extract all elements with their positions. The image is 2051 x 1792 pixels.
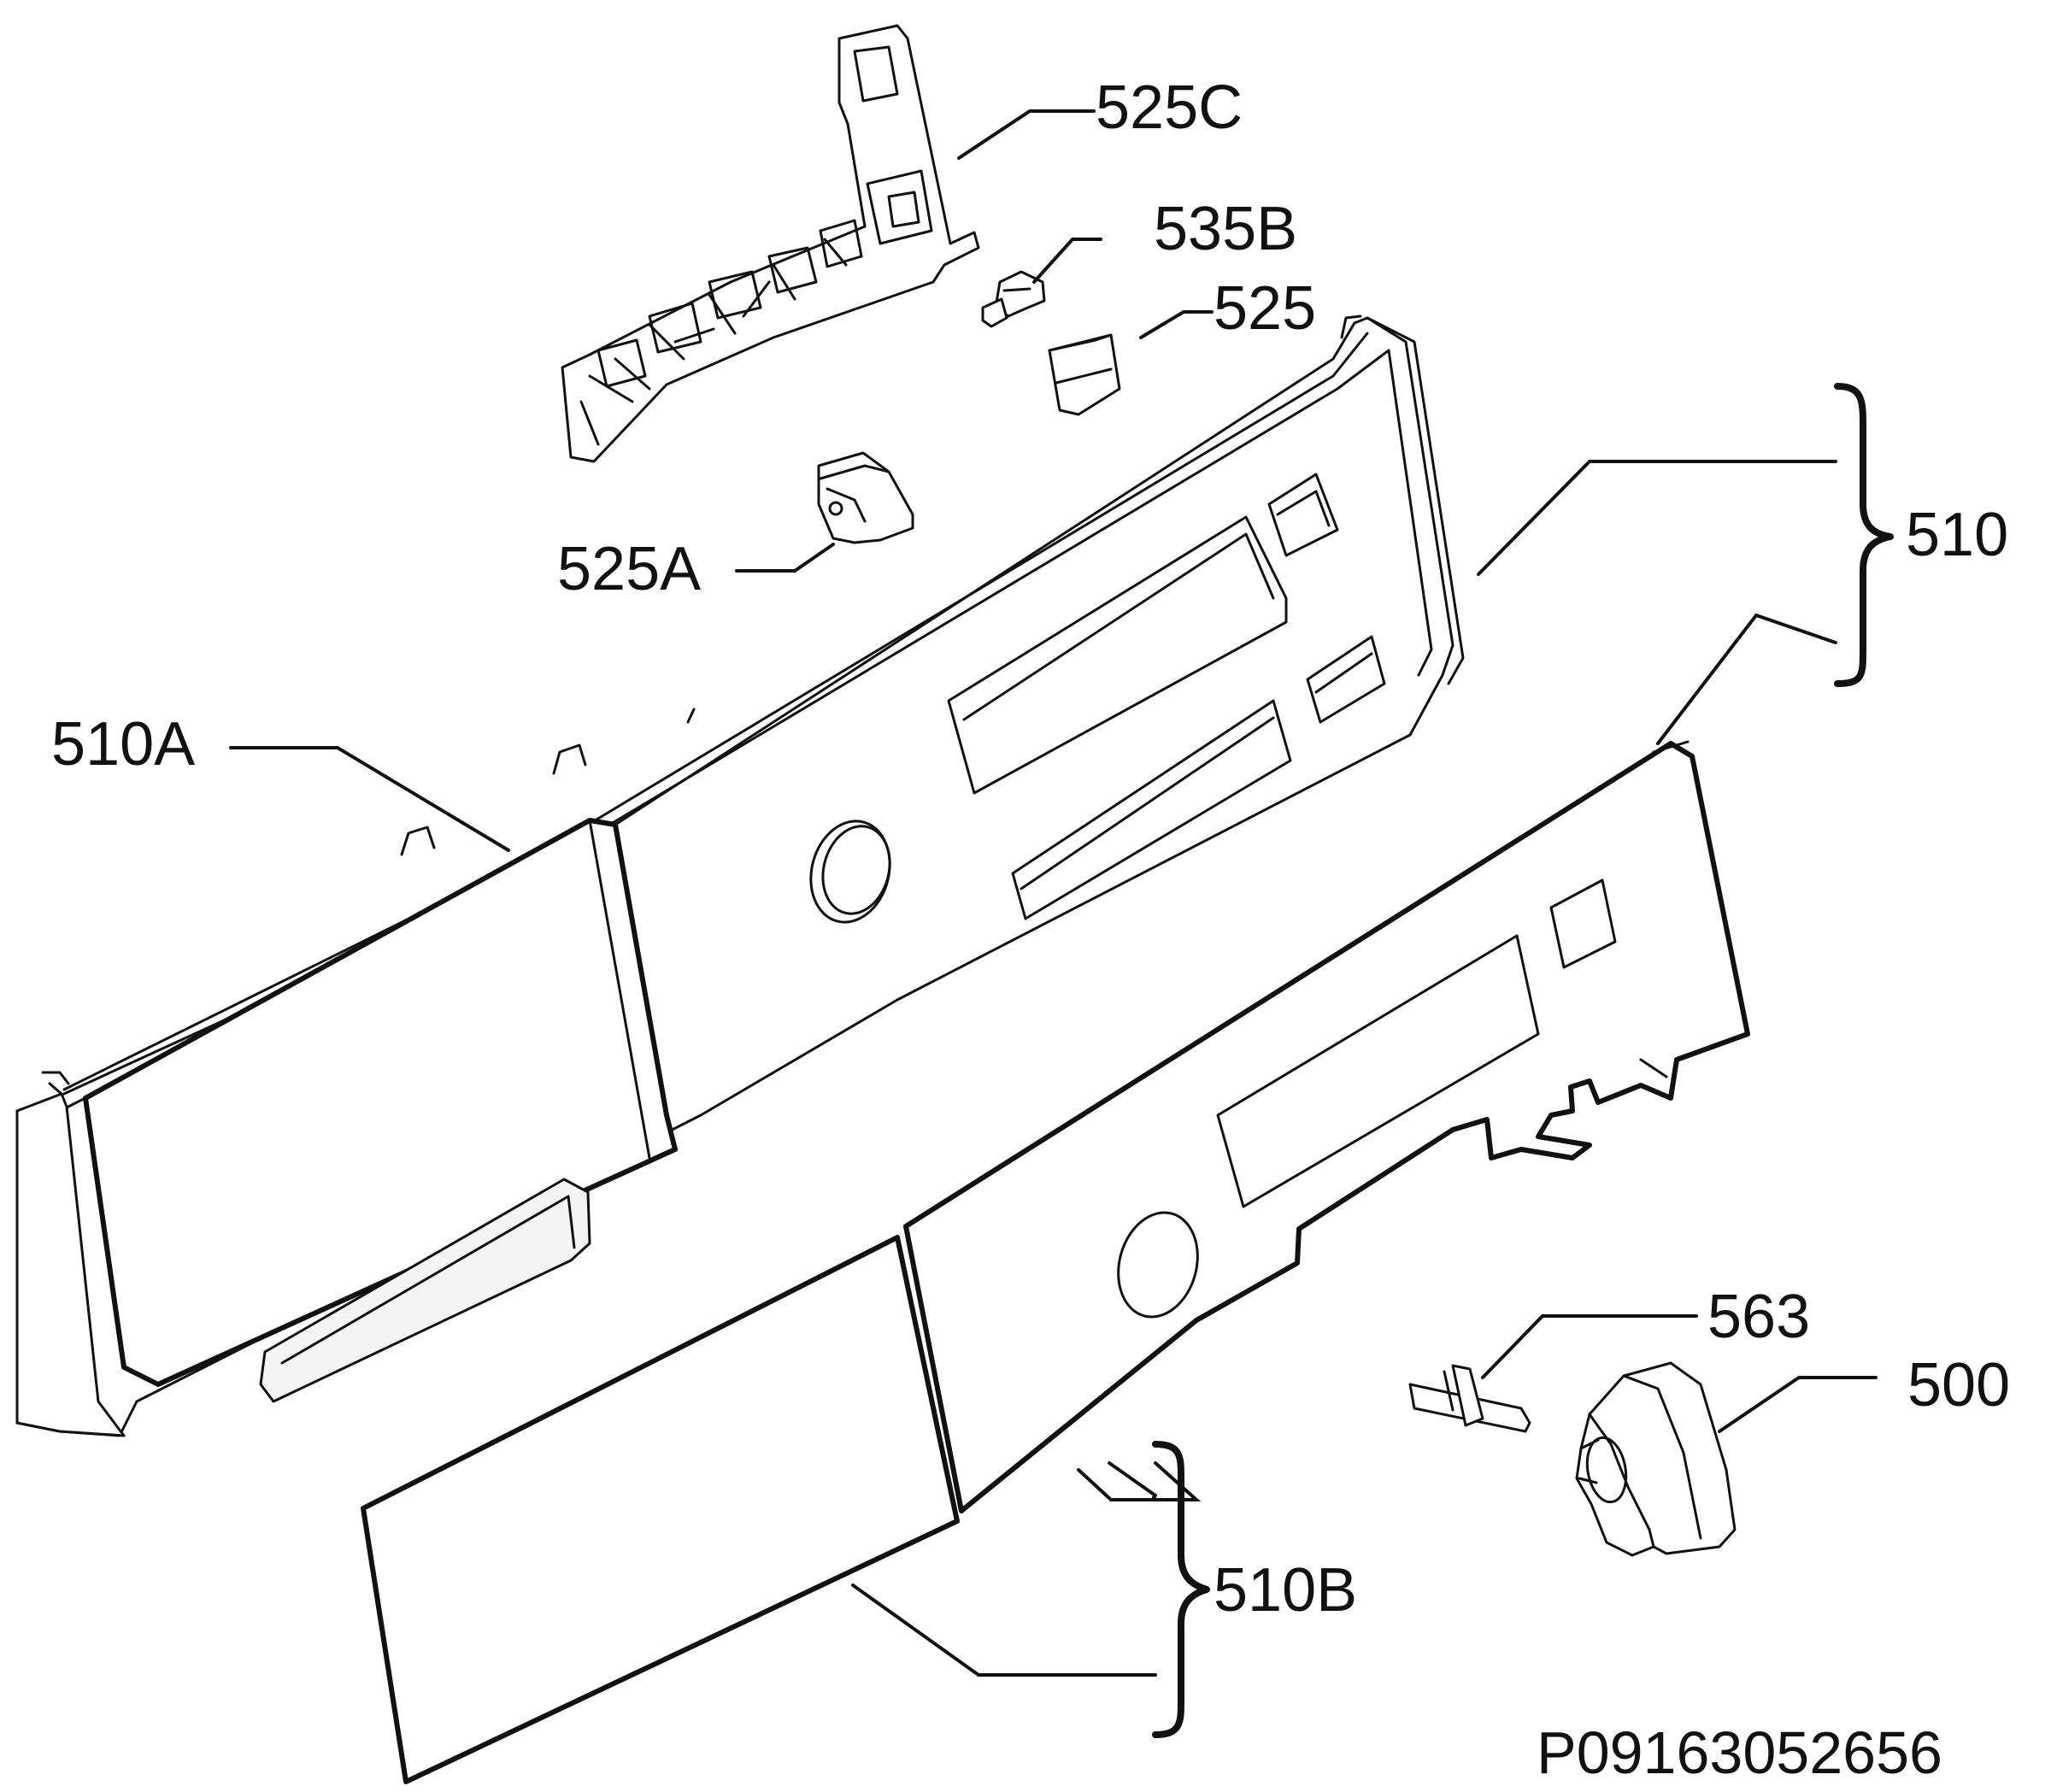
part-500-knob: [1575, 1361, 1737, 1557]
leader-525c: [957, 109, 1096, 160]
part-510b-front-foil: [361, 740, 1750, 1784]
leader-510b-upper: [1108, 1461, 1157, 1497]
part-525c-electronic-frame: [561, 24, 980, 463]
leader-510a: [229, 746, 510, 852]
leader-500: [1718, 1376, 1878, 1433]
part-535b-clip: [981, 270, 1046, 328]
label-525a: 525A: [557, 535, 701, 603]
label-525c: 525C: [1096, 73, 1243, 142]
label-510b: 510B: [1214, 1556, 1357, 1625]
leader-510-top: [1477, 460, 1837, 576]
leader-525a: [735, 543, 835, 573]
part-525-button: [1048, 333, 1121, 416]
part-510-control-panel: [15, 314, 1465, 1437]
drawing-code: P09163052656: [1537, 1719, 1942, 1786]
leader-510b-lower: [851, 1583, 1157, 1677]
label-500: 500: [1907, 1351, 2010, 1419]
label-563: 563: [1707, 1283, 1810, 1351]
leader-510-bottom: [1656, 613, 1837, 745]
brace-510: [1834, 383, 1894, 687]
label-510a: 510A: [51, 710, 195, 778]
leader-lines: [229, 109, 1878, 1677]
part-525a-button: [817, 451, 914, 544]
part-563-shaft: [1408, 1364, 1531, 1433]
leader-525: [1139, 310, 1214, 339]
leader-510b-mid: [1077, 1468, 1157, 1501]
label-535b: 535B: [1154, 195, 1297, 263]
brace-510b: [1152, 1441, 1210, 1738]
leader-510b-top: [1154, 1461, 1202, 1501]
leader-563: [1481, 1314, 1698, 1379]
leader-535b: [1032, 238, 1102, 284]
label-510: 510: [1906, 501, 2008, 569]
label-525: 525: [1214, 274, 1316, 343]
